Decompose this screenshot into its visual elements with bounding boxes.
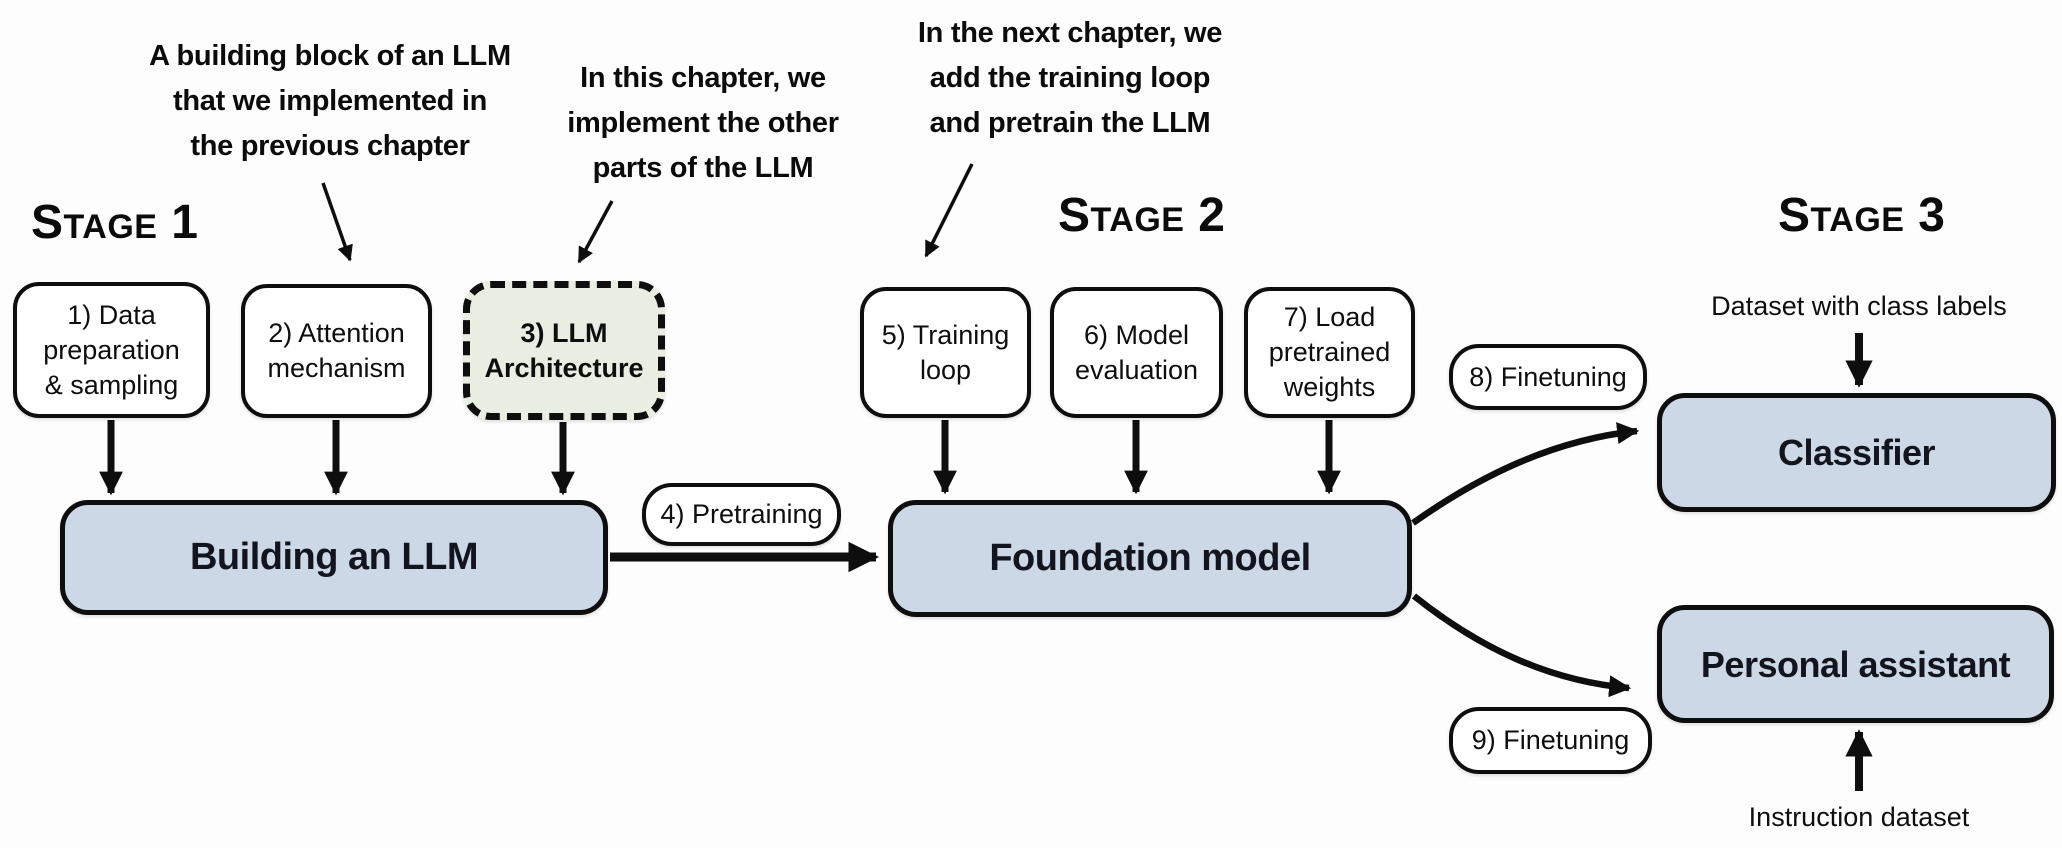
arrow-foundation-to-classifier [1411,422,1640,526]
node-building-an-llm: Building an LLM [60,500,608,615]
node-line: 6) Model [1083,319,1190,350]
node-line: mechanism [267,353,406,383]
node-line: 5) Training [881,319,1010,350]
node-data-preparation: 1) Data preparation & sampling [13,282,210,418]
node-line: 1) Data [67,299,156,330]
label-dataset-with-class-labels: Dataset with class labels [1711,291,2007,321]
arrow-next-chapter-to-training-loop [924,163,974,258]
node-training-loop: 5) Training loop [860,287,1031,418]
node-line: pretrained [1268,337,1391,367]
annotation-line: In the next chapter, we [917,17,1223,49]
node-line: 2) Attention [268,318,405,348]
annotation-line: A building block of an LLM [149,40,511,72]
node-label: Building an LLM [189,536,479,578]
node-label: 9) Finetuning [1471,725,1630,755]
node-finetuning-8: 8) Finetuning [1449,344,1647,410]
node-finetuning-9: 9) Finetuning [1449,707,1652,774]
node-personal-assistant: Personal assistant [1657,605,2054,723]
node-line: & sampling [44,369,179,400]
node-model-evaluation: 6) Model evaluation [1050,287,1223,418]
node-line: Architecture [484,352,644,383]
node-label: Classifier [1777,432,1936,473]
node-llm-architecture: 3) LLM Architecture [463,281,665,420]
node-line: preparation [43,334,180,365]
node-line: weights [1283,372,1376,402]
node-line: 7) Load [1283,302,1376,332]
node-load-pretrained-weights: 7) Load pretrained weights [1244,287,1415,418]
arrow-building-block-to-attention [321,182,353,262]
annotation-building-block: A building block of an LLM that we imple… [130,34,530,169]
stage-3-heading: Stage 3 [1778,189,1946,242]
annotation-this-chapter: In this chapter, we implement the other … [533,56,873,191]
annotation-line: that we implemented in [172,85,488,117]
annotation-line: parts of the LLM [592,152,814,184]
node-pretraining: 4) Pretraining [642,483,841,546]
node-label: Foundation model [989,537,1311,579]
annotation-line: implement the other [567,107,839,139]
node-line: loop [919,354,972,385]
node-attention-mechanism: 2) Attention mechanism [241,284,432,418]
annotation-line: and pretrain the LLM [929,107,1211,139]
annotation-line: In this chapter, we [580,62,826,94]
stage-2-heading: Stage 2 [1058,189,1226,242]
arrow-foundation-to-personal-assistant [1411,593,1632,698]
node-foundation-model: Foundation model [888,500,1412,617]
node-line: evaluation [1074,354,1199,385]
arrow-this-chapter-to-llm-architecture [577,200,614,264]
annotation-line: add the training loop [929,62,1211,94]
node-label: Personal assistant [1700,643,2011,685]
node-classifier: Classifier [1657,393,2056,512]
annotation-line: the previous chapter [190,130,470,162]
node-label: 8) Finetuning [1469,361,1627,392]
annotation-next-chapter: In the next chapter, we add the training… [875,11,1265,146]
node-line: 3) LLM [520,317,608,348]
stage-1-heading: Stage 1 [31,196,199,249]
node-label: 4) Pretraining [660,499,823,529]
label-instruction-dataset: Instruction dataset [1748,802,1970,832]
